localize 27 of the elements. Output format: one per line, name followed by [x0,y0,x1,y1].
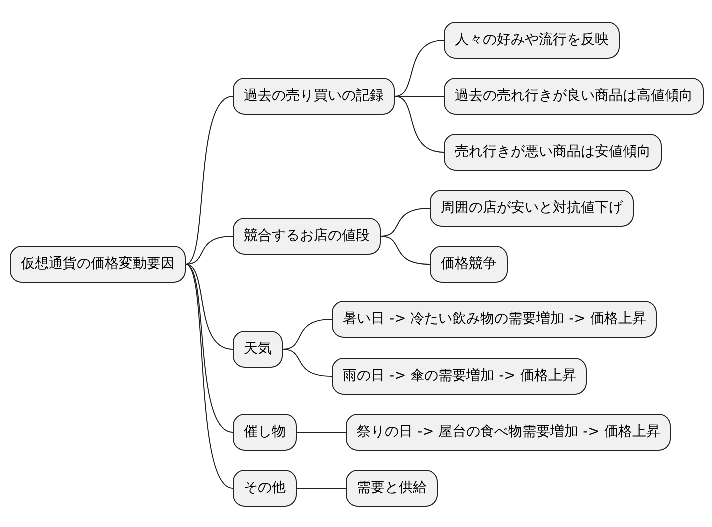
connector-line [186,264,234,350]
connector-line [186,264,234,433]
topic-box: 催し物 [233,414,297,451]
topic-box: 競合するお店の値段 [233,218,381,255]
topic-box: その他 [233,470,297,507]
topic-box: 周囲の店が安いと対抗値下げ [430,190,634,227]
topic-box: 仮想通貨の価格変動要因 [10,246,186,283]
connector-line [186,264,234,489]
connector-line [186,236,234,265]
topic-box: 天気 [233,331,283,368]
topic-box: 雨の日 -> 傘の需要増加 -> 価格上昇 [332,358,588,395]
connector-line [380,236,430,265]
connector-line [296,432,346,433]
topic-box: 過去の売り買いの記録 [233,78,395,115]
topic-box: 祭りの日 -> 屋台の食べ物需要増加 -> 価格上昇 [346,414,672,451]
connector-line [394,40,444,97]
connector-line [282,349,332,377]
connector-line [296,488,346,489]
connector-line [186,96,234,265]
topic-box: 需要と供給 [346,470,438,507]
topic-box: 売れ行きが悪い商品は安値傾向 [444,134,662,171]
topic-box: 暑い日 -> 冷たい飲み物の需要増加 -> 価格上昇 [332,301,658,338]
topic-box: 価格競争 [430,246,508,283]
topic-box: 人々の好みや流行を反映 [444,22,620,59]
connector-line [394,96,444,97]
connector-line [394,96,444,153]
topic-box: 過去の売れ行きが良い商品は高値傾向 [444,78,704,115]
